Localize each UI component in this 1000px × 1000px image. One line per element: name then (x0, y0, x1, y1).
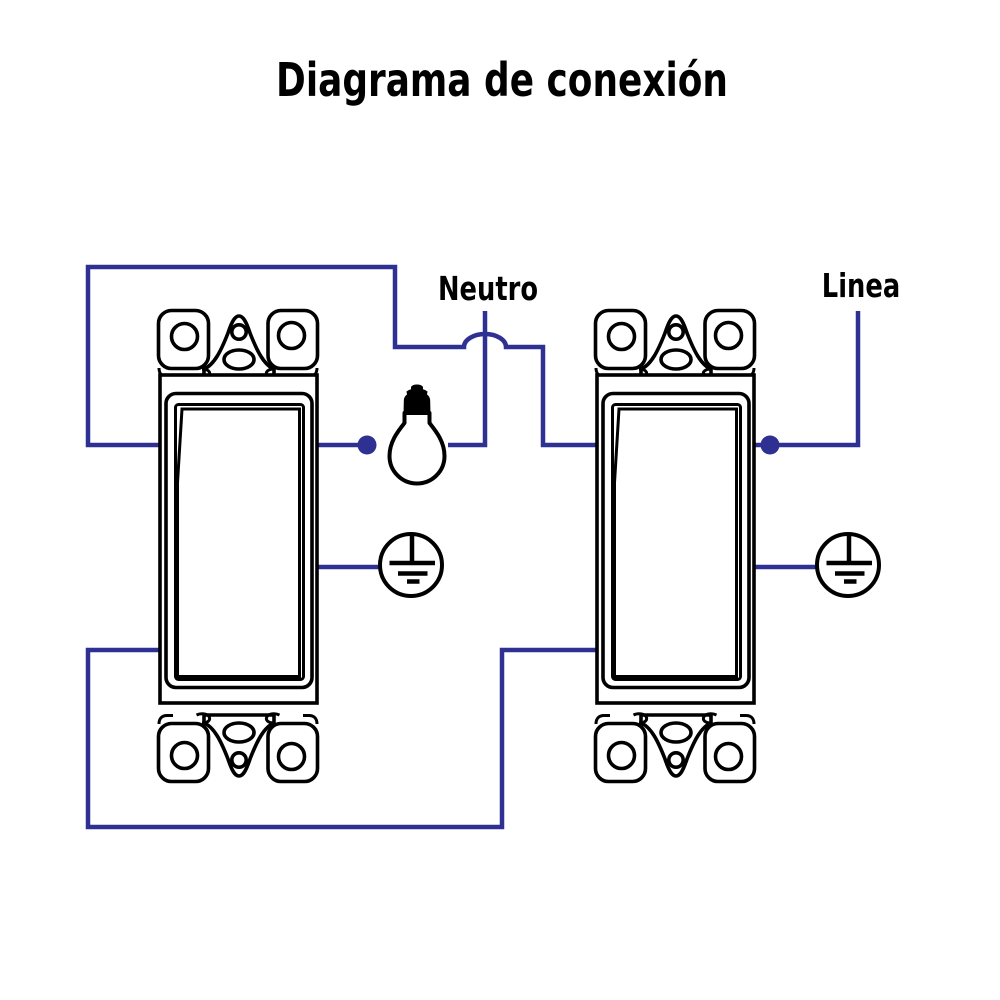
bulb-globe (387, 411, 447, 486)
rocker-switch-icon-left (159, 311, 318, 782)
protective-earth-icon-right (817, 534, 879, 596)
protective-earth-icon-left (380, 534, 442, 596)
junction-dot-right (760, 435, 780, 455)
rocker-switch-icon-right (596, 311, 755, 782)
wire-traveler-bottom (85, 647, 600, 830)
wire-neutral-drop (448, 311, 488, 448)
light-bulb-icon (387, 384, 447, 486)
page-title: Diagrama de conexión (276, 53, 728, 107)
wire-line (753, 311, 861, 448)
wire-traveler-top (85, 264, 600, 448)
label-neutro: Neutro (437, 269, 539, 308)
junction-dot-left (357, 435, 377, 455)
label-linea: Linea (821, 266, 901, 305)
bulb-base (403, 384, 431, 415)
